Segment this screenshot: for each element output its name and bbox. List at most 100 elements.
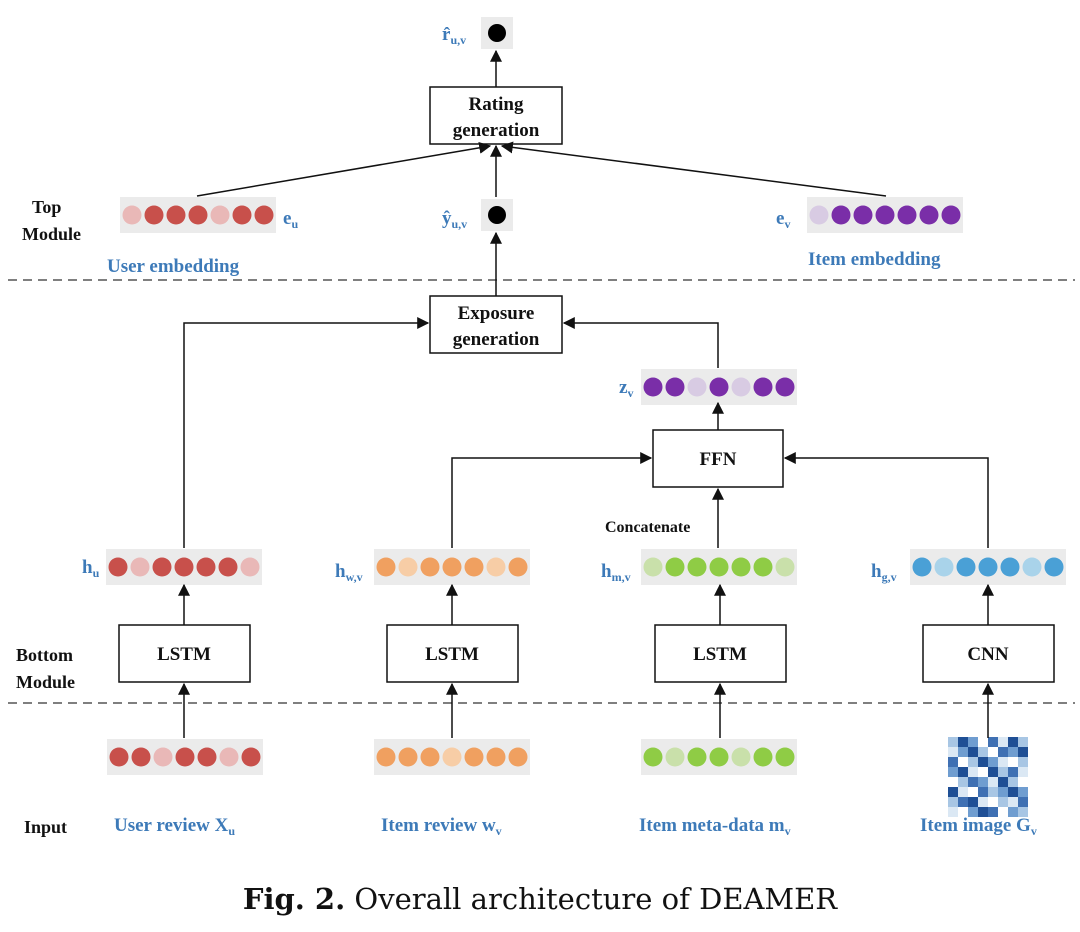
lstm-user-box — [118, 624, 251, 683]
vector-element — [196, 557, 216, 577]
image-pixel — [988, 747, 998, 757]
vector-element — [109, 747, 129, 767]
vector-element — [486, 557, 506, 577]
vector-element — [254, 205, 274, 225]
image-pixel — [958, 797, 968, 807]
item-review-label: Item review wv — [381, 815, 502, 838]
user-embedding-label: User embedding — [107, 256, 240, 277]
image-pixel — [978, 767, 988, 777]
vector-element — [153, 747, 173, 767]
image-pixel — [1008, 787, 1018, 797]
image-pixel — [1018, 737, 1028, 747]
image-pixel — [998, 797, 1008, 807]
image-pixel — [948, 777, 958, 787]
image-pixel — [948, 767, 958, 777]
image-pixel — [978, 737, 988, 747]
r-hat-label: r̂u,v — [442, 24, 466, 47]
arrow-ev-to-rating — [500, 141, 887, 197]
image-pixel — [968, 747, 978, 757]
vector-element — [508, 557, 528, 577]
h-u-vector — [106, 549, 262, 585]
vector-element — [218, 557, 238, 577]
vector-element — [687, 557, 707, 577]
vector-element — [753, 377, 773, 397]
arrow-hu-to-exposure — [183, 317, 430, 548]
vector-element — [853, 205, 873, 225]
vector-element — [376, 747, 396, 767]
vector-element — [775, 557, 795, 577]
image-pixel — [988, 737, 998, 747]
vector-element — [486, 747, 506, 767]
vector-element — [643, 377, 663, 397]
e-v-label: ev — [776, 208, 790, 231]
concatenate-label: Concatenate — [605, 519, 690, 536]
image-pixel — [1018, 777, 1028, 787]
item-review-vector — [374, 739, 530, 775]
vector-element — [464, 747, 484, 767]
vector-element — [122, 205, 142, 225]
vector-element — [1000, 557, 1020, 577]
vector-element — [753, 747, 773, 767]
vector-element — [643, 557, 663, 577]
user-review-label: User review Xu — [114, 815, 235, 838]
image-pixel — [998, 747, 1008, 757]
vector-element — [219, 747, 239, 767]
vector-element — [240, 557, 260, 577]
vector-element — [775, 377, 795, 397]
image-pixel — [988, 777, 998, 787]
vector-element — [912, 557, 932, 577]
image-pixel — [998, 777, 1008, 787]
vector-element — [665, 557, 685, 577]
ffn-box — [652, 429, 784, 488]
image-pixel — [958, 737, 968, 747]
item-meta-label: Item meta-data mv — [639, 815, 791, 838]
image-pixel — [1008, 807, 1018, 817]
arrow-zv-to-exposure — [562, 317, 719, 368]
image-pixel — [1008, 797, 1018, 807]
arrow-eu-to-rating — [196, 141, 492, 197]
vector-element — [376, 557, 396, 577]
vector-element — [831, 205, 851, 225]
image-pixel — [988, 757, 998, 767]
arrows — [178, 49, 994, 738]
image-pixel — [998, 757, 1008, 767]
image-pixel — [968, 787, 978, 797]
cnn-label: CNN — [967, 644, 1008, 665]
e-u-label: eu — [283, 208, 298, 231]
image-pixel — [958, 767, 968, 777]
image-pixel — [1008, 777, 1018, 787]
image-pixel — [998, 737, 1008, 747]
vector-element — [144, 205, 164, 225]
vector-element — [175, 747, 195, 767]
image-pixel — [968, 797, 978, 807]
image-pixel — [958, 787, 968, 797]
vector-element — [420, 747, 440, 767]
lstm-user-label: LSTM — [157, 644, 211, 665]
image-pixel — [968, 737, 978, 747]
vector-element — [731, 747, 751, 767]
image-pixel — [1018, 797, 1028, 807]
image-pixel — [948, 797, 958, 807]
vector-element — [130, 557, 150, 577]
vector-element — [731, 557, 751, 577]
image-pixel — [948, 757, 958, 767]
rating-generation-line1: Rating — [469, 94, 524, 115]
image-pixel — [978, 777, 988, 787]
lstm-meta-box — [654, 624, 787, 683]
vector-element — [687, 377, 707, 397]
figure-number: Fig. 2. — [242, 882, 346, 916]
image-pixel — [968, 777, 978, 787]
image-pixel — [968, 757, 978, 767]
rating-output-node — [488, 24, 506, 42]
image-pixel — [1018, 767, 1028, 777]
vector-element — [687, 747, 707, 767]
arrow-hgv-to-ffn — [783, 452, 989, 548]
image-pixel — [988, 787, 998, 797]
user-embedding-vector — [120, 197, 276, 233]
image-pixel — [978, 807, 988, 817]
vector-element — [420, 557, 440, 577]
image-pixel — [978, 787, 988, 797]
vector-element — [398, 557, 418, 577]
vector-element — [709, 377, 729, 397]
vector-element — [232, 205, 252, 225]
